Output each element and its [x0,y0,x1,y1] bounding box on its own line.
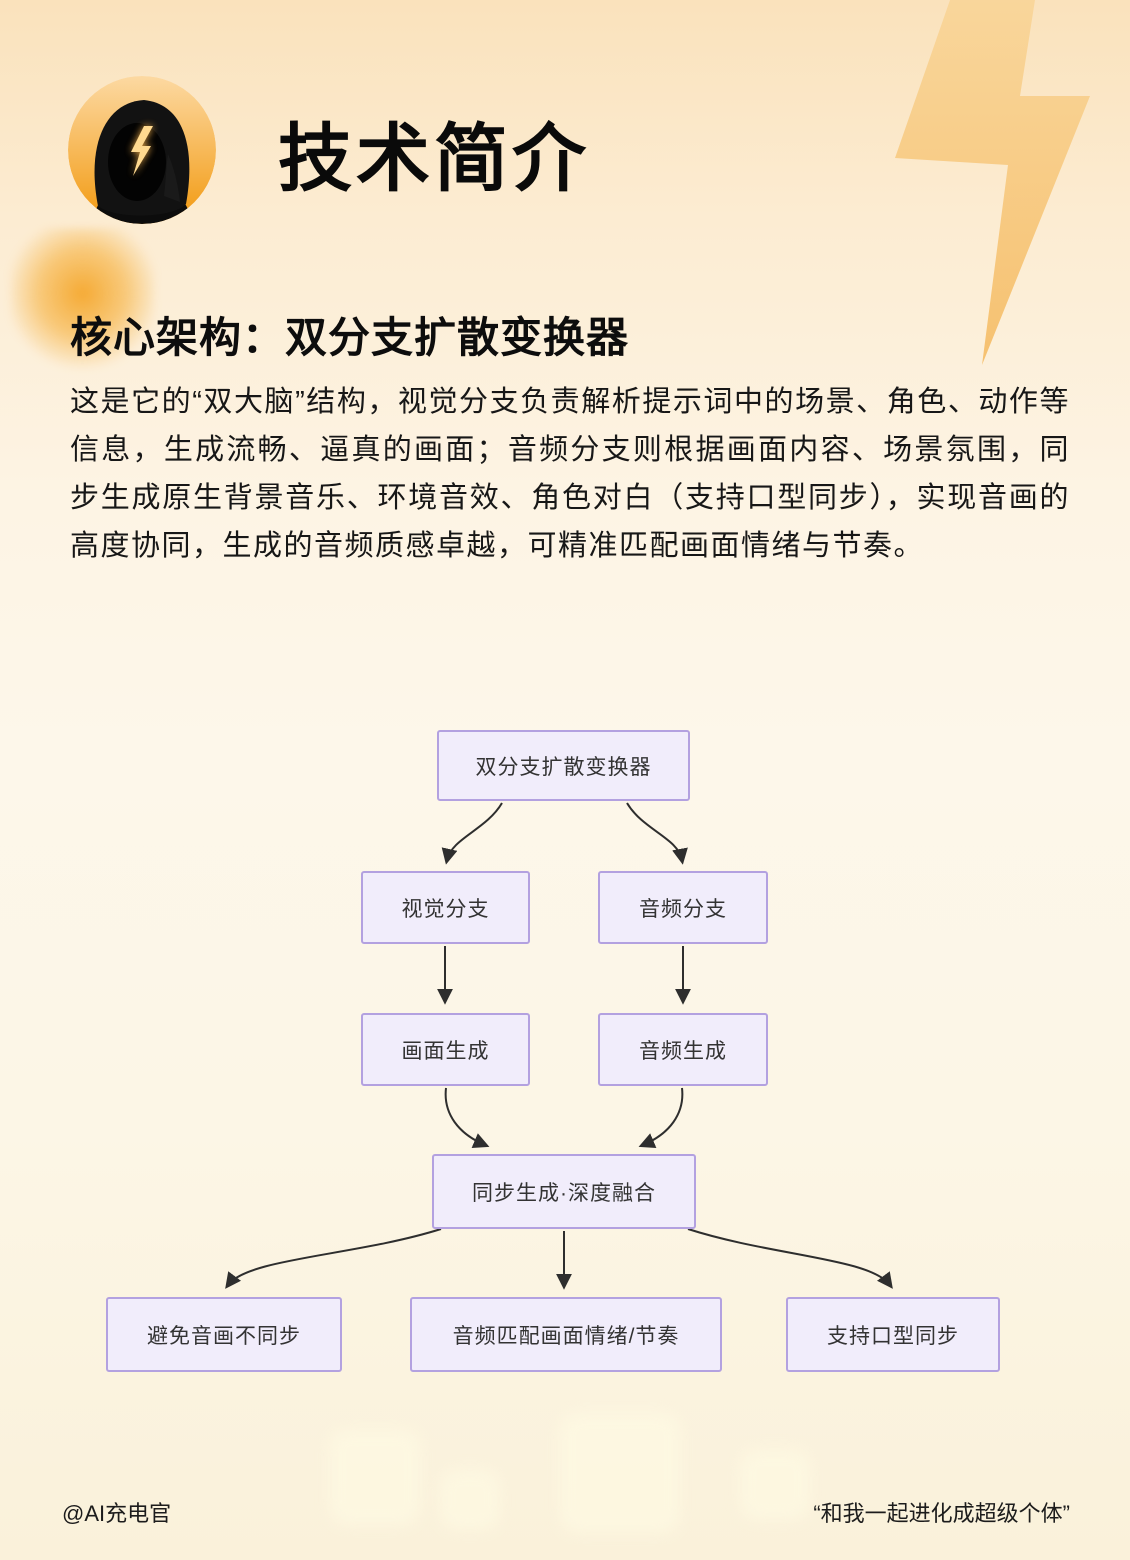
flow-node-label: 避免音画不同步 [147,1324,301,1348]
edge-root-audio [626,802,688,865]
flow-node-label: 画面生成 [401,1039,490,1063]
flow-node-label: 同步生成·深度融合 [472,1181,656,1205]
edge-frame-fusion [444,1087,490,1148]
flow-node-label: 视觉分支 [401,897,490,921]
flow-node-label: 双分支扩散变换器 [475,755,652,779]
edge-fusion-desync [225,1228,442,1289]
page-title: 技术简介 [278,116,590,200]
footer-author-handle: @AI充电官 [62,1501,172,1526]
orange-blob-decoration [10,228,155,373]
flow-node-label: 音频生成 [639,1039,727,1063]
lightning-watermark-icon [895,0,1090,365]
flow-node-avoid-av-desync: 避免音画不同步 [106,1297,342,1372]
flow-node-label: 支持口型同步 [827,1324,959,1348]
section-heading: 核心架构：双分支扩散变换器 [70,314,630,361]
flow-node-label: 音频分支 [639,897,727,921]
edge-audiogen-fusion [638,1087,684,1148]
avatar [68,76,216,224]
edge-fusion-lipsync [687,1228,893,1289]
hooded-figure-lightning-avatar-icon [68,76,216,224]
section-body-text: 这是它的“双大脑”结构，视觉分支负责解析提示词中的场景、角色、动作等信息，生成流… [70,386,1070,562]
flow-node-root: 双分支扩散变换器 [437,730,690,801]
flow-node-frame-generation: 画面生成 [361,1013,530,1086]
flow-node-audio-generation: 音频生成 [598,1013,768,1086]
flow-node-sync-fusion: 同步生成·深度融合 [432,1154,696,1229]
flow-node-label: 音频匹配画面情绪/节奏 [452,1324,680,1348]
edge-root-visual [441,802,503,865]
flow-node-audio-branch: 音频分支 [598,871,768,944]
flow-node-lip-sync: 支持口型同步 [786,1297,1000,1372]
header: 技术简介 [68,76,590,224]
bottom-watermark-pattern [0,1395,1130,1560]
footer-slogan: “和我一起进化成超级个体” [813,1501,1070,1526]
flow-node-visual-branch: 视觉分支 [361,871,530,944]
flow-node-audio-match-emotion: 音频匹配画面情绪/节奏 [410,1297,722,1372]
